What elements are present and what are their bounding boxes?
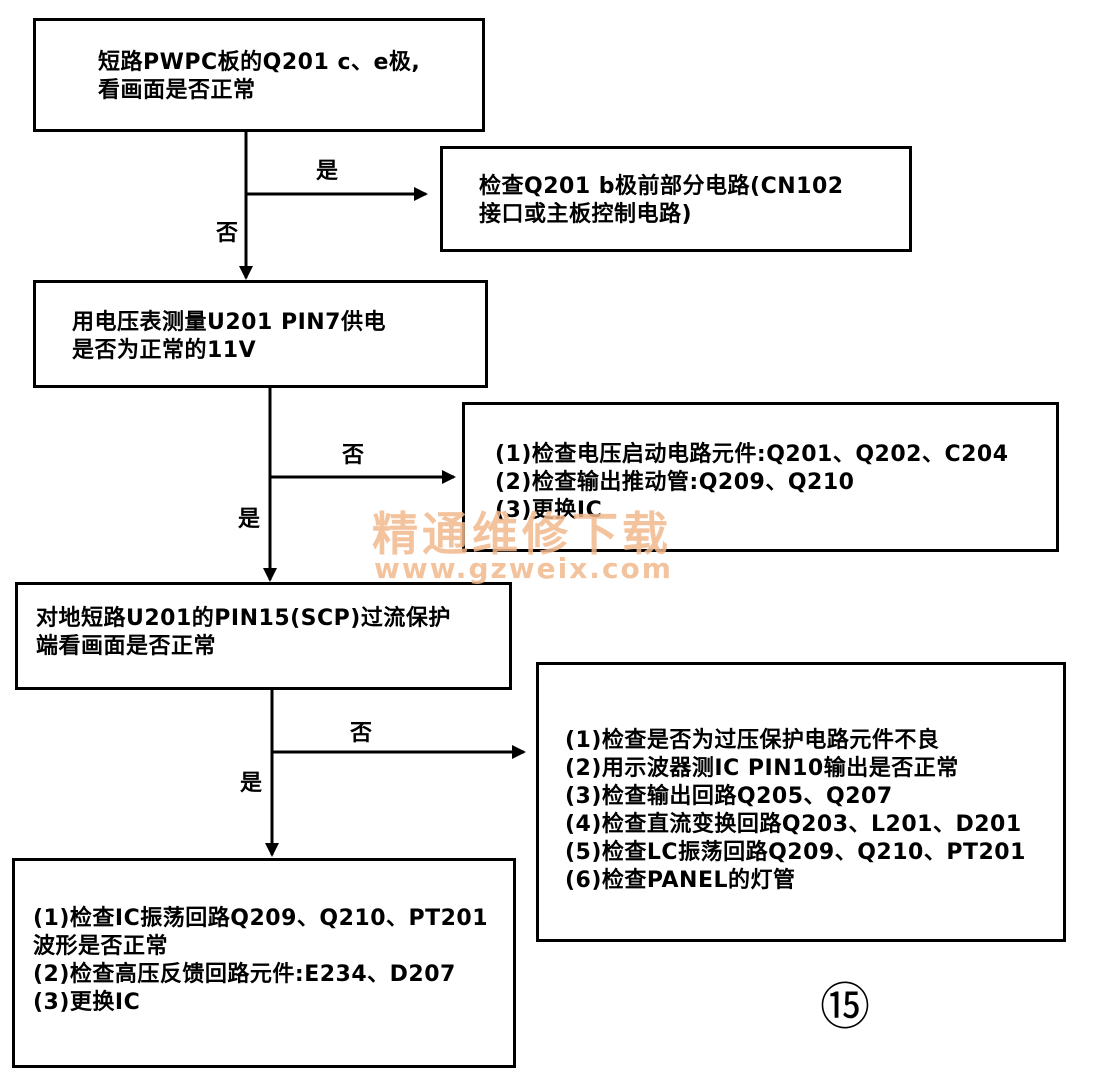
page-number: ⑮: [820, 978, 870, 1036]
node-text: 短路PWPC板的Q201 c、e极,: [98, 50, 421, 75]
node-short-pin15: 对地短路U201的PIN15(SCP)过流保护 端看画面是否正常: [15, 582, 512, 690]
node-short-q201: 短路PWPC板的Q201 c、e极, 看画面是否正常: [33, 18, 485, 132]
node-text: 看画面是否正常: [98, 78, 256, 103]
node-text: (2)检查输出推动管:Q209、Q210: [495, 470, 855, 495]
edge-label: 否: [350, 721, 373, 746]
node-text: 接口或主板控制电路): [479, 202, 693, 227]
watermark-title: 精通维修下载: [372, 507, 672, 561]
node-text: 端看画面是否正常: [36, 634, 217, 659]
watermark-url: www.gzweix.com: [374, 552, 673, 585]
edge-label: 否: [342, 443, 365, 468]
node-measure-pin7: 用电压表测量U201 PIN7供电 是否为正常的11V: [33, 280, 488, 388]
node-check-startup: (1)检查电压启动电路元件:Q201、Q202、C204 (2)检查输出推动管:…: [462, 402, 1059, 552]
node-text: 波形是否正常: [33, 934, 169, 959]
node-text: (4)检查直流变换回路Q203、L201、D201: [565, 812, 1022, 837]
node-text: (3)更换IC: [495, 498, 603, 523]
edge-label: 是: [240, 771, 263, 796]
node-text: 是否为正常的11V: [72, 338, 257, 363]
node-text: 对地短路U201的PIN15(SCP)过流保护: [36, 606, 451, 631]
edge-label: 是: [238, 507, 261, 532]
node-text: (3)更换IC: [33, 990, 141, 1015]
edge-label: 否: [216, 221, 239, 246]
edge-label: 是: [316, 159, 339, 184]
node-check-q201-base: 检查Q201 b极前部分电路(CN102 接口或主板控制电路): [440, 146, 912, 252]
node-check-overvoltage: (1)检查是否为过压保护电路元件不良 (2)用示波器测IC PIN10输出是否正…: [536, 662, 1066, 942]
node-text: (1)检查IC振荡回路Q209、Q210、PT201: [33, 906, 489, 931]
node-text: (2)检查高压反馈回路元件:E234、D207: [33, 962, 456, 987]
node-text: (2)用示波器测IC PIN10输出是否正常: [565, 756, 959, 781]
node-text: (1)检查是否为过压保护电路元件不良: [565, 728, 940, 753]
node-check-oscillator: (1)检查IC振荡回路Q209、Q210、PT201 波形是否正常 (2)检查高…: [12, 858, 516, 1068]
node-text: (1)检查电压启动电路元件:Q201、Q202、C204: [495, 442, 1009, 467]
node-text: (6)检查PANEL的灯管: [565, 868, 796, 893]
node-text: 用电压表测量U201 PIN7供电: [72, 310, 386, 335]
node-text: (5)检查LC振荡回路Q209、Q210、PT201: [565, 840, 1026, 865]
node-text: (3)检查输出回路Q205、Q207: [565, 784, 893, 809]
node-text: 检查Q201 b极前部分电路(CN102: [479, 174, 844, 199]
